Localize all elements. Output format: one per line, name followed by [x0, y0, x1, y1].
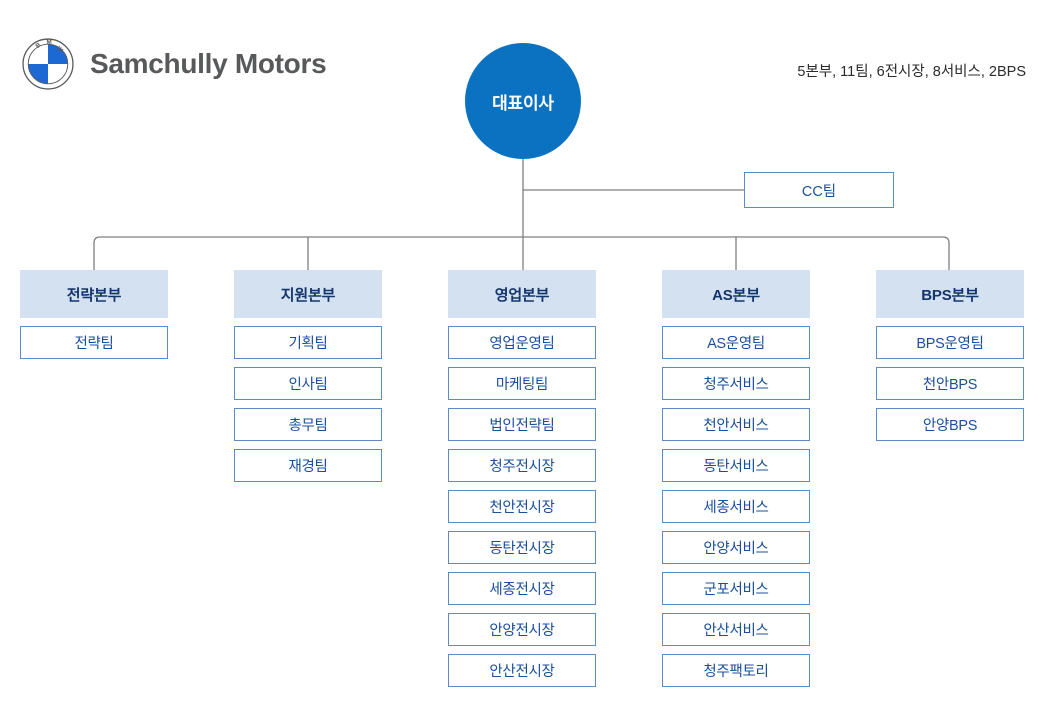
brand-name: Samchully Motors — [90, 48, 327, 79]
node-item[interactable]: AS운영팀 — [662, 326, 810, 359]
division-header-bps[interactable]: BPS본부 — [876, 270, 1024, 318]
node-item[interactable]: 안양서비스 — [662, 531, 810, 564]
division-node-list-as: AS운영팀 청주서비스 천안서비스 동탄서비스 세종서비스 안양서비스 군포서비… — [662, 326, 810, 687]
division-header-sales[interactable]: 영업본부 — [448, 270, 596, 318]
node-item[interactable]: BPS운영팀 — [876, 326, 1024, 359]
node-item[interactable]: 안산서비스 — [662, 613, 810, 646]
node-item[interactable]: 군포서비스 — [662, 572, 810, 605]
node-item[interactable]: 안양BPS — [876, 408, 1024, 441]
division-node-list-bps: BPS운영팀 천안BPS 안양BPS — [876, 326, 1024, 441]
svg-text:M: M — [46, 39, 51, 46]
division-node-list-support: 기획팀 인사팀 총무팀 재경팀 — [234, 326, 382, 482]
division-column-sales: 영업본부 영업운영팀 마케팅팀 법인전략팀 청주전시장 천안전시장 동탄전시장 … — [448, 270, 596, 687]
node-item[interactable]: 안양전시장 — [448, 613, 596, 646]
node-item[interactable]: 법인전략팀 — [448, 408, 596, 441]
bmw-roundel-icon: B M W — [22, 38, 74, 90]
division-header-strategy[interactable]: 전략본부 — [20, 270, 168, 318]
node-item[interactable]: 마케팅팀 — [448, 367, 596, 400]
wire-bus — [93, 236, 950, 270]
division-header-support[interactable]: 지원본부 — [234, 270, 382, 318]
org-summary-text: 5본부, 11팀, 6전시장, 8서비스, 2BPS — [797, 64, 1026, 80]
node-item[interactable]: 천안BPS — [876, 367, 1024, 400]
node-item[interactable]: 총무팀 — [234, 408, 382, 441]
node-item[interactable]: 재경팀 — [234, 449, 382, 482]
division-column-strategy: 전략본부 전략팀 — [20, 270, 168, 359]
division-column-support: 지원본부 기획팀 인사팀 총무팀 재경팀 — [234, 270, 382, 482]
node-item[interactable]: 청주팩토리 — [662, 654, 810, 687]
division-node-list-sales: 영업운영팀 마케팅팀 법인전략팀 청주전시장 천안전시장 동탄전시장 세종전시장… — [448, 326, 596, 687]
node-item[interactable]: 청주서비스 — [662, 367, 810, 400]
svg-text:W: W — [55, 45, 64, 54]
node-item[interactable]: 동탄전시장 — [448, 531, 596, 564]
node-item[interactable]: 세종서비스 — [662, 490, 810, 523]
node-item[interactable]: 천안서비스 — [662, 408, 810, 441]
node-cc-team[interactable]: CC팀 — [744, 172, 894, 208]
node-item[interactable]: 기획팀 — [234, 326, 382, 359]
division-column-bps: BPS본부 BPS운영팀 천안BPS 안양BPS — [876, 270, 1024, 441]
node-ceo[interactable]: 대표이사 — [465, 43, 581, 159]
division-column-as: AS본부 AS운영팀 청주서비스 천안서비스 동탄서비스 세종서비스 안양서비스… — [662, 270, 810, 687]
node-item[interactable]: 동탄서비스 — [662, 449, 810, 482]
node-item[interactable]: 청주전시장 — [448, 449, 596, 482]
brand-lockup: B M W Samchully Motors — [22, 38, 327, 90]
division-node-list-strategy: 전략팀 — [20, 326, 168, 359]
node-item[interactable]: 안산전시장 — [448, 654, 596, 687]
node-item[interactable]: 영업운영팀 — [448, 326, 596, 359]
division-header-as[interactable]: AS본부 — [662, 270, 810, 318]
node-item[interactable]: 세종전시장 — [448, 572, 596, 605]
node-item[interactable]: 천안전시장 — [448, 490, 596, 523]
node-item[interactable]: 인사팀 — [234, 367, 382, 400]
node-item[interactable]: 전략팀 — [20, 326, 168, 359]
svg-text:B: B — [34, 41, 42, 50]
